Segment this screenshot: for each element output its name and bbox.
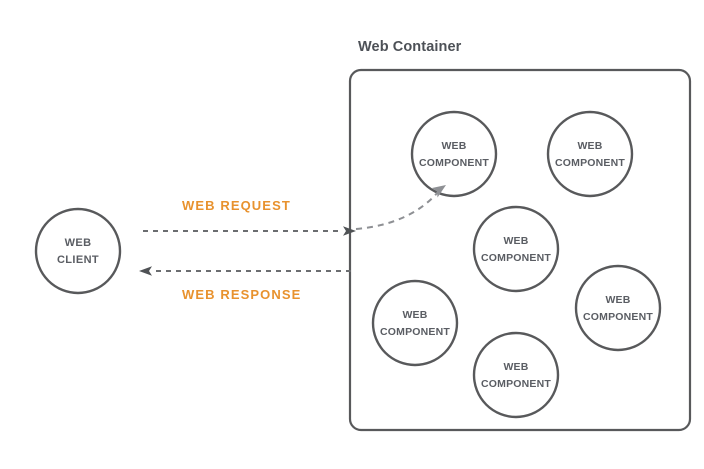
web-request-label: WEB REQUEST xyxy=(182,198,291,213)
web-component-node-3[interactable]: WEB COMPONENT xyxy=(472,205,560,293)
web-client-circle xyxy=(34,207,122,295)
web-component-label-1-line1: WEB xyxy=(441,140,466,152)
web-request-arrow xyxy=(143,226,356,236)
web-component-label-6-line2: COMPONENT xyxy=(481,378,551,390)
web-component-circle-1 xyxy=(410,110,498,198)
web-component-label-2-line1: WEB xyxy=(577,140,602,152)
web-response-label: WEB RESPONSE xyxy=(182,287,301,302)
web-component-label-3-line2: COMPONENT xyxy=(481,252,551,264)
web-component-node-5[interactable]: WEB COMPONENT xyxy=(574,264,662,352)
web-client-label-line1: WEB xyxy=(65,237,92,249)
container-title: Web Container xyxy=(358,39,462,55)
web-component-label-2-line2: COMPONENT xyxy=(555,157,625,169)
web-component-node-1[interactable]: WEB COMPONENT xyxy=(410,110,498,198)
web-container-boundary xyxy=(348,68,692,432)
web-component-circle-6 xyxy=(472,331,560,419)
internal-routing-arrow-head xyxy=(432,185,446,198)
internal-routing-arrow xyxy=(355,185,446,230)
web-client-node[interactable]: WEB CLIENT xyxy=(34,207,122,295)
web-component-label-4-line2: COMPONENT xyxy=(380,326,450,338)
web-component-label-1-line2: COMPONENT xyxy=(419,157,489,169)
web-component-circle-2 xyxy=(546,110,634,198)
web-component-label-4-line1: WEB xyxy=(402,309,427,321)
web-component-label-6-line1: WEB xyxy=(503,361,528,373)
web-component-node-4[interactable]: WEB COMPONENT xyxy=(371,279,459,367)
web-component-label-5-line2: COMPONENT xyxy=(583,311,653,323)
internal-routing-arrow-line xyxy=(355,191,439,230)
web-response-arrow-head xyxy=(139,266,152,276)
web-component-label-5-line1: WEB xyxy=(605,294,630,306)
web-client-label-line2: CLIENT xyxy=(57,254,99,266)
web-component-circle-3 xyxy=(472,205,560,293)
web-request-arrow-head xyxy=(343,226,356,236)
web-component-circle-5 xyxy=(574,264,662,352)
web-response-arrow xyxy=(139,266,351,276)
web-component-node-6[interactable]: WEB COMPONENT xyxy=(472,331,560,419)
web-component-node-2[interactable]: WEB COMPONENT xyxy=(546,110,634,198)
web-component-label-3-line1: WEB xyxy=(503,235,528,247)
web-component-circle-4 xyxy=(371,279,459,367)
